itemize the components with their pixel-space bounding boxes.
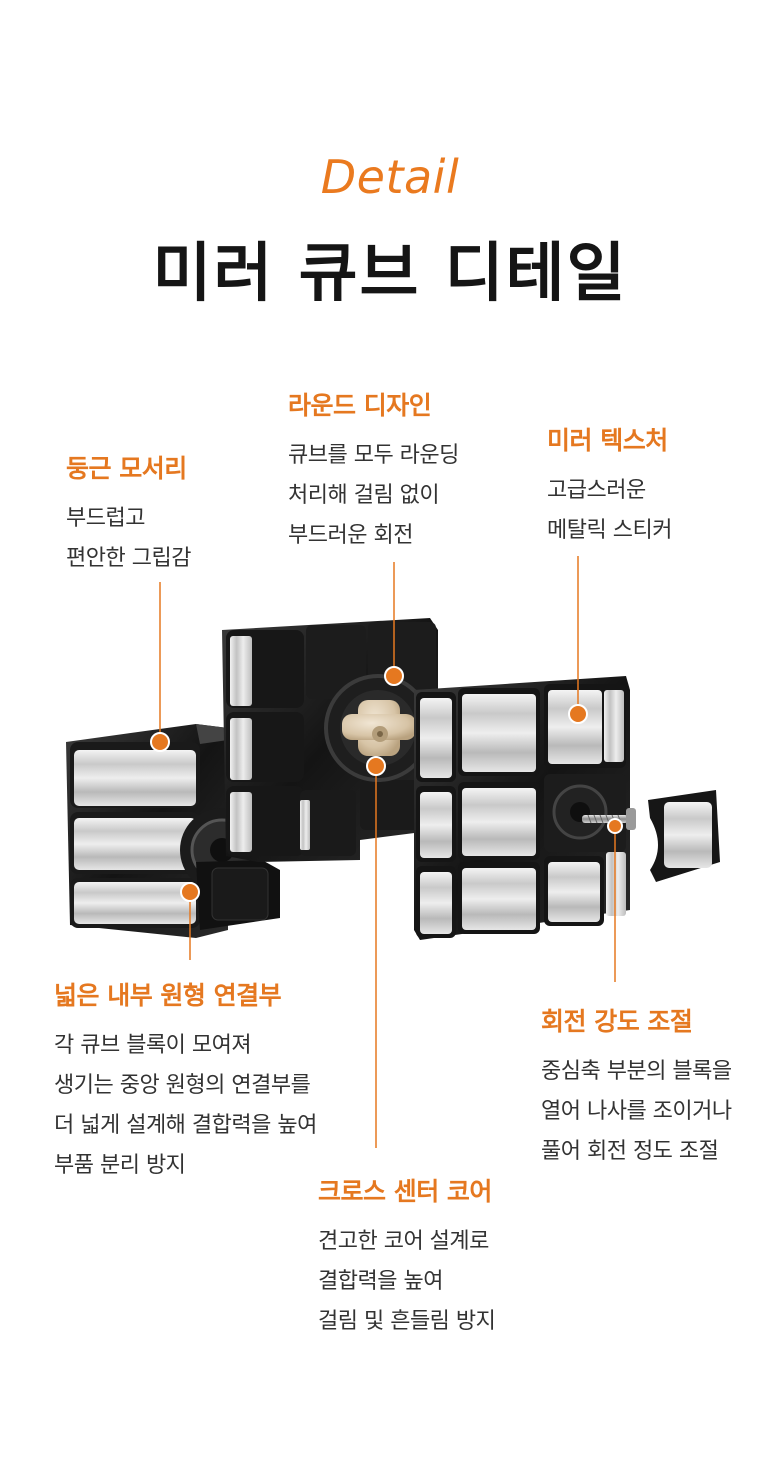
callout-text: 결합력을 높여 bbox=[318, 1269, 443, 1294]
callout-text: 편안한 그립감 bbox=[66, 546, 191, 571]
page-title: 미러 큐브 디테일 bbox=[152, 237, 628, 311]
callout-round-design: 라운드 디자인 큐브를 모두 라운딩 처리해 걸림 없이 부드러운 회전 bbox=[288, 386, 459, 556]
callout-title: 회전 강도 조절 bbox=[541, 1007, 693, 1036]
callout-text: 생기는 중앙 원형의 연결부를 bbox=[54, 1073, 311, 1098]
callout-rounded-corner: 둥근 모서리 부드럽고 편안한 그립감 bbox=[66, 449, 191, 579]
callout-text: 견고한 코어 설계로 bbox=[318, 1229, 489, 1254]
callout-mirror-texture: 미러 텍스처 고급스러운 메탈릭 스티커 bbox=[547, 421, 672, 551]
callout-text: 부드럽고 bbox=[66, 506, 145, 531]
callout-title: 둥근 모서리 bbox=[66, 454, 187, 483]
callout-title: 넓은 내부 원형 연결부 bbox=[54, 981, 282, 1010]
cross-core bbox=[342, 700, 416, 756]
callout-tension-control: 회전 강도 조절 중심축 부분의 블록을 열어 나사를 조이거나 풀어 회전 정… bbox=[541, 1002, 732, 1172]
callout-title: 미러 텍스처 bbox=[547, 426, 668, 455]
callout-text: 부드러운 회전 bbox=[288, 523, 413, 548]
middle-cube-block bbox=[222, 618, 438, 862]
left-cube-block bbox=[66, 724, 280, 938]
callout-text: 고급스러운 bbox=[547, 478, 646, 503]
callout-text: 풀어 회전 정도 조절 bbox=[541, 1139, 719, 1164]
callout-text: 큐브를 모두 라운딩 bbox=[288, 443, 459, 468]
callout-cross-core: 크로스 센터 코어 견고한 코어 설계로 결합력을 높여 걸림 및 흔들림 방지 bbox=[318, 1172, 496, 1342]
callout-text: 열어 나사를 조이거나 bbox=[541, 1099, 732, 1124]
callout-text: 메탈릭 스티커 bbox=[547, 518, 672, 543]
detached-center-cap bbox=[648, 790, 720, 882]
callout-text: 처리해 걸림 없이 bbox=[288, 483, 440, 508]
section-subtitle: Detail bbox=[320, 150, 460, 204]
callout-text: 중심축 부분의 블록을 bbox=[541, 1059, 732, 1084]
callout-text: 더 넓게 설계해 결합력을 높여 bbox=[54, 1113, 317, 1138]
callout-inner-joint: 넓은 내부 원형 연결부 각 큐브 블록이 모여져 생기는 중앙 원형의 연결부… bbox=[54, 976, 317, 1186]
callout-text: 각 큐브 블록이 모여져 bbox=[54, 1033, 252, 1058]
leader-lines bbox=[150, 556, 623, 1148]
right-cube-block bbox=[414, 676, 636, 940]
callout-title: 라운드 디자인 bbox=[288, 391, 432, 420]
callout-title: 크로스 센터 코어 bbox=[318, 1177, 492, 1206]
callout-text: 걸림 및 흔들림 방지 bbox=[318, 1309, 496, 1334]
callout-text: 부품 분리 방지 bbox=[54, 1153, 186, 1178]
